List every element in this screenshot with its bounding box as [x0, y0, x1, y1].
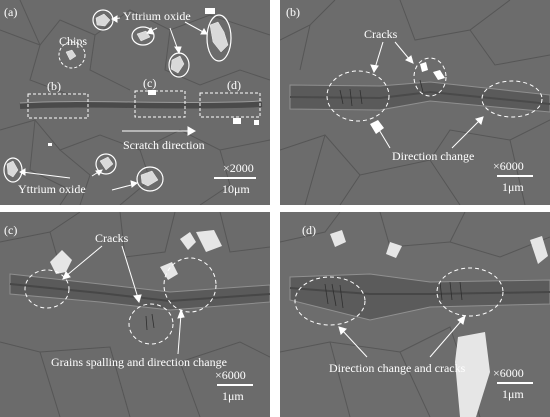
panel-b-direction-change-label: Direction change: [392, 149, 475, 163]
panel-a: (a) Yttrium oxide Chips (b) (c) (d) Scra…: [0, 0, 270, 205]
yttrium-oxide-bottom-label: Yttrium oxide: [18, 182, 86, 196]
panel-c-micrograph: [0, 212, 270, 417]
panel-c-cracks-label: Cracks: [95, 231, 129, 245]
region-c-label: (c): [143, 76, 157, 90]
panel-b-micrograph: [280, 0, 550, 205]
panel-c-label: (c): [4, 223, 18, 237]
panel-a-scale-bar: [214, 177, 256, 179]
panel-c: (c) Cracks Grains spalling and direction…: [0, 212, 270, 417]
direction-change-cracks-label: Direction change and cracks: [329, 361, 466, 375]
panel-d-magnification: ×6000: [493, 366, 524, 380]
panel-b-scale-bar: [497, 175, 533, 177]
panel-d-scale-text: 1μm: [502, 387, 524, 401]
scratch-direction-label: Scratch direction: [123, 138, 205, 152]
panel-d-micrograph: [280, 212, 550, 417]
panel-b-scale-text: 1μm: [502, 180, 524, 194]
grains-spalling-label: Grains spalling and direction change: [51, 355, 227, 369]
panel-a-micrograph: [0, 0, 270, 205]
region-d-label: (d): [227, 78, 241, 92]
panel-c-scale-bar: [217, 384, 253, 386]
panel-a-label: (a): [4, 5, 18, 19]
panel-a-scale-text: 10μm: [222, 182, 250, 196]
panel-a-magnification: ×2000: [223, 161, 254, 175]
chips-label: Chips: [59, 34, 88, 48]
panel-b: (b) Cracks Direction change ×6000 1μm: [280, 0, 550, 205]
panel-d: (d) Direction change and cracks ×6000 1μ…: [280, 212, 550, 417]
panel-b-label: (b): [286, 5, 300, 19]
region-b-label: (b): [47, 79, 61, 93]
panel-d-label: (d): [302, 223, 316, 237]
panel-c-scale-text: 1μm: [222, 389, 244, 403]
panel-b-cracks-label: Cracks: [364, 27, 398, 41]
panel-c-magnification: ×6000: [215, 368, 246, 382]
yttrium-oxide-top-label: Yttrium oxide: [123, 9, 191, 23]
panel-b-magnification: ×6000: [493, 159, 524, 173]
panel-d-scale-bar: [497, 382, 533, 384]
